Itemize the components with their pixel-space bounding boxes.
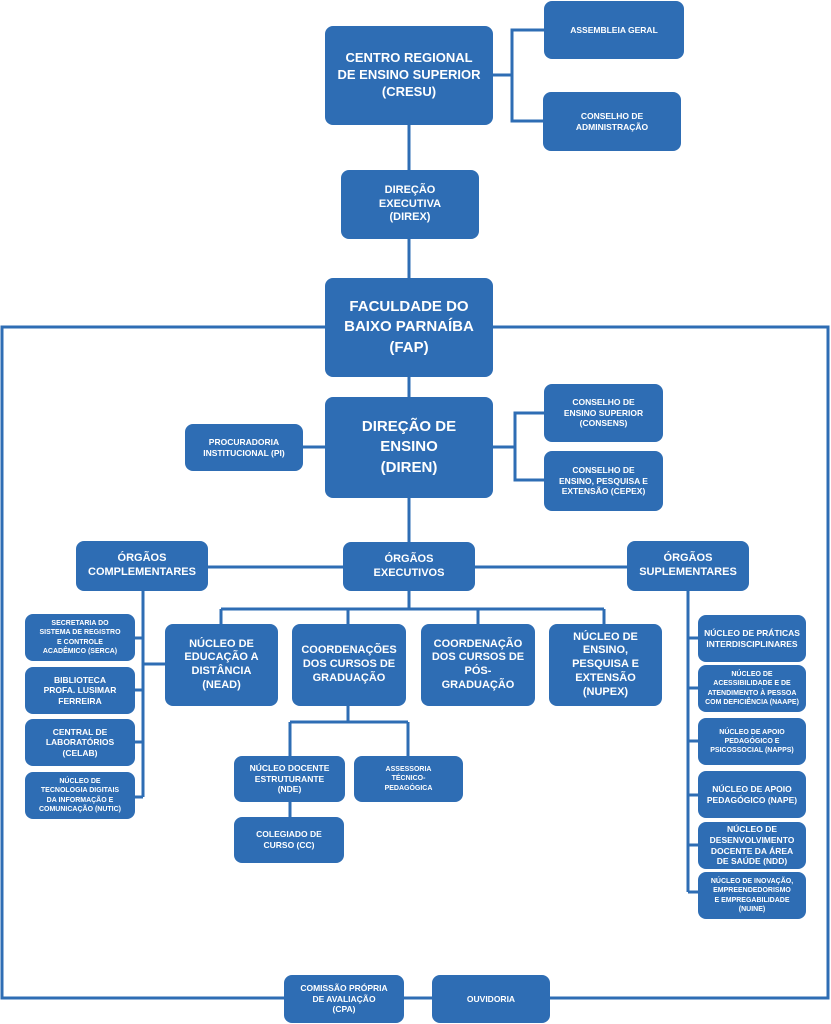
box-diren: DIREÇÃO DE ENSINO (DIREN)	[325, 397, 493, 498]
box-cepex: CONSELHO DE ENSINO, PESQUISA E EXTENSÃO …	[544, 451, 663, 511]
box-napps: NÚCLEO DE APOIO PEDAGÓGICO E PSICOSSOCIA…	[698, 718, 806, 765]
box-nuine: NÚCLEO DE INOVAÇÃO, EMPREENDEDORISMO E E…	[698, 872, 806, 919]
box-consens: CONSELHO DE ENSINO SUPERIOR (CONSENS)	[544, 384, 663, 442]
box-assembleia-geral: ASSEMBLEIA GERAL	[544, 1, 684, 59]
box-central-laboratorios: CENTRAL DE LABORATÓRIOS (CELAB)	[25, 719, 135, 766]
box-coord-graduacao: COORDENAÇÕES DOS CURSOS DE GRADUAÇÃO	[292, 624, 406, 706]
box-nutic: NÚCLEO DE TECNOLOGIA DIGITAIS DA INFORMA…	[25, 772, 135, 819]
box-colegiado: COLEGIADO DE CURSO (CC)	[234, 817, 344, 863]
box-orgaos-executivos: ÓRGÃOS EXECUTIVOS	[343, 542, 475, 591]
link-cresu-conselho	[510, 75, 545, 123]
box-nupex: NÚCLEO DE ENSINO, PESQUISA E EXTENSÃO (N…	[549, 624, 662, 706]
box-biblioteca: BIBLIOTECA PROFA. LUSIMAR FERREIRA	[25, 667, 135, 714]
box-nead: NÚCLEO DE EDUCAÇÃO A DISTÂNCIA (NEAD)	[165, 624, 278, 706]
box-naape: NÚCLEO DE ACESSIBILIDADE E DE ATENDIMENT…	[698, 665, 806, 712]
box-ouvidoria: OUVIDORIA	[432, 975, 550, 1023]
box-orgaos-suplementares: ÓRGÃOS SUPLEMENTARES	[627, 541, 749, 591]
box-cpa: COMISSÃO PRÓPRIA DE AVALIAÇÃO (CPA)	[284, 975, 404, 1023]
box-nape: NÚCLEO DE APOIO PEDAGÓGICO (NAPE)	[698, 771, 806, 818]
link-diren-consens	[492, 411, 545, 449]
box-conselho-administracao: CONSELHO DE ADMINISTRAÇÃO	[543, 92, 681, 151]
box-praticas: NÚCLEO DE PRÁTICAS INTERDISCIPLINARES	[698, 615, 806, 662]
box-direx: DIREÇÃO EXECUTIVA (DIREX)	[341, 170, 479, 239]
box-ndd: NÚCLEO DE DESENVOLVIMENTO DOCENTE DA ÁRE…	[698, 822, 806, 869]
box-coord-pos-graduacao: COORDENAÇÃO DOS CURSOS DE PÓS- GRADUAÇÃO	[421, 624, 535, 706]
box-fap: FACULDADE DO BAIXO PARNAÍBA (FAP)	[325, 278, 493, 377]
box-cresu: CENTRO REGIONAL DE ENSINO SUPERIOR (CRES…	[325, 26, 493, 125]
box-nde: NÚCLEO DOCENTE ESTRUTURANTE (NDE)	[234, 756, 345, 802]
box-procuradoria: PROCURADORIA INSTITUCIONAL (PI)	[185, 424, 303, 471]
link-diren-cepex	[513, 447, 545, 482]
box-orgaos-complementares: ÓRGÃOS COMPLEMENTARES	[76, 541, 208, 591]
box-assessoria: ASSESSORIA TÉCNICO- PEDAGÓGICA	[354, 756, 463, 802]
link-cresu-assembleia	[492, 28, 545, 77]
box-serca: SECRETARIA DO SISTEMA DE REGISTRO E CONT…	[25, 614, 135, 661]
